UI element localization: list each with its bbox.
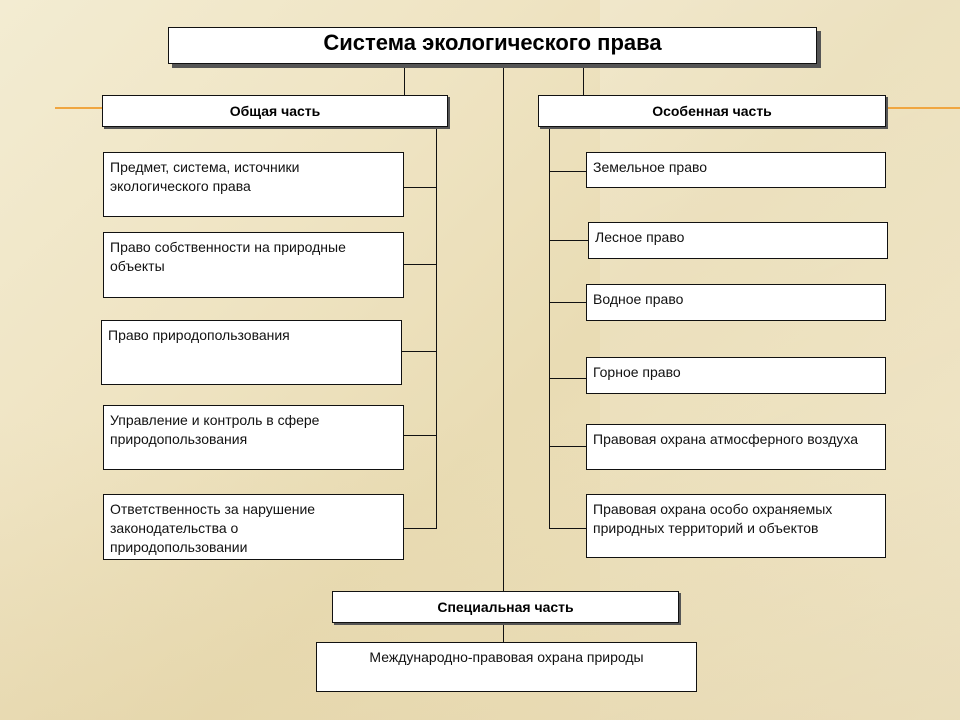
specific-item-text: Международно-правовая охрана природы bbox=[369, 649, 644, 665]
specific-part-heading-text: Специальная часть bbox=[437, 599, 574, 615]
general-item-text: Право природопользования bbox=[108, 327, 290, 343]
general-part-heading-text: Общая часть bbox=[229, 103, 321, 119]
connector bbox=[549, 446, 586, 447]
general-item-text: Предмет, система, источники экологическо… bbox=[110, 159, 300, 194]
special-item-text: Горное право bbox=[593, 364, 681, 380]
special-item-text: Лесное право bbox=[595, 229, 685, 245]
accent-line-left bbox=[55, 107, 103, 109]
connector bbox=[549, 378, 586, 379]
general-item: Право собственности на природные объекты bbox=[103, 232, 404, 298]
connector bbox=[549, 240, 588, 241]
specific-item: Международно-правовая охрана природы bbox=[316, 642, 697, 692]
connector-right-spine bbox=[549, 126, 550, 529]
connector-left-spine bbox=[436, 126, 437, 529]
connector bbox=[549, 171, 586, 172]
connector bbox=[503, 622, 504, 642]
special-item-text: Водное право bbox=[593, 291, 684, 307]
general-item-text: Управление и контроль в сфере природопол… bbox=[110, 412, 320, 447]
accent-line-right bbox=[886, 107, 960, 109]
page-title: Система экологического права bbox=[168, 27, 817, 64]
general-item-text: Право собственности на природные объекты bbox=[110, 239, 346, 274]
special-item: Лесное право bbox=[588, 222, 888, 259]
connector bbox=[583, 64, 584, 96]
special-part-heading: Особенная часть bbox=[538, 95, 886, 127]
general-part-heading: Общая часть bbox=[102, 95, 448, 127]
connector bbox=[549, 302, 586, 303]
special-item-text: Правовая охрана особо охраняемых природн… bbox=[593, 501, 833, 536]
page-title-text: Система экологического права bbox=[323, 30, 662, 55]
specific-part-heading: Специальная часть bbox=[332, 591, 679, 623]
special-item-text: Правовая охрана атмосферного воздуха bbox=[593, 431, 859, 447]
connector bbox=[404, 528, 436, 529]
general-item: Предмет, система, источники экологическо… bbox=[103, 152, 404, 217]
connector bbox=[549, 528, 586, 529]
special-item: Горное право bbox=[586, 357, 886, 394]
connector bbox=[404, 187, 436, 188]
general-item: Управление и контроль в сфере природопол… bbox=[103, 405, 404, 470]
connector bbox=[404, 264, 436, 265]
general-item: Право природопользования bbox=[101, 320, 402, 385]
special-part-heading-text: Особенная часть bbox=[652, 103, 772, 119]
general-item: Ответственность за нарушение законодател… bbox=[103, 494, 404, 560]
special-item: Правовая охрана особо охраняемых природн… bbox=[586, 494, 886, 558]
connector bbox=[404, 64, 405, 96]
special-item: Водное право bbox=[586, 284, 886, 321]
special-item: Правовая охрана атмосферного воздуха bbox=[586, 424, 886, 470]
connector-trunk bbox=[503, 64, 504, 592]
connector bbox=[402, 351, 436, 352]
special-item: Земельное право bbox=[586, 152, 886, 188]
connector bbox=[404, 435, 436, 436]
general-item-text: Ответственность за нарушение законодател… bbox=[110, 501, 316, 555]
special-item-text: Земельное право bbox=[593, 159, 708, 175]
